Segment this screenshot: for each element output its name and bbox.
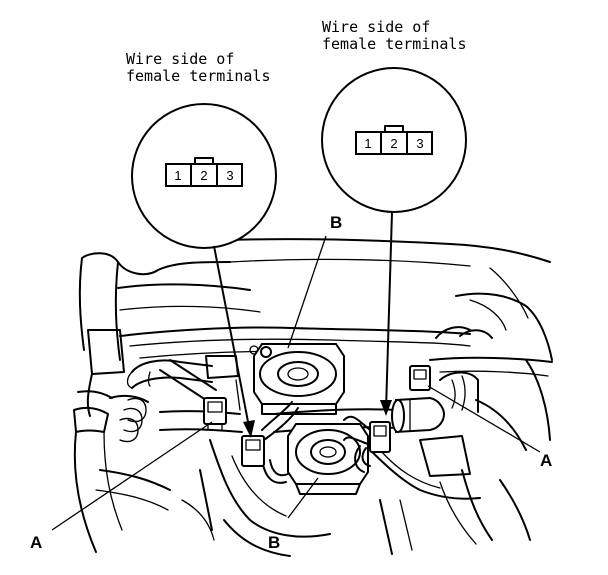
connector-a-left — [203, 397, 227, 431]
connector-face-left: 1 2 3 — [165, 157, 243, 187]
pin-right-2: 2 — [390, 136, 397, 151]
harness-plug-left — [241, 435, 265, 467]
pin-left-3: 3 — [226, 168, 233, 183]
detail-circle-left: 1 2 3 — [131, 103, 277, 249]
arrowhead-left — [243, 420, 255, 438]
pin-left-1: 1 — [174, 168, 181, 183]
caption-right-line1: Wire side of — [322, 18, 430, 36]
callout-b-top: B — [330, 213, 342, 232]
connector-a-right — [409, 365, 431, 391]
solenoid-valve-upper — [253, 343, 345, 415]
connector-face-right: 1 2 3 — [355, 125, 433, 155]
caption-left-line1: Wire side of — [126, 50, 234, 68]
callout-a-right: A — [540, 451, 552, 470]
arrow-right — [385, 211, 393, 411]
caption-left-line2: female terminals — [126, 67, 271, 85]
leader-a-left — [51, 421, 213, 531]
callout-b-bottom: B — [268, 533, 280, 552]
harness-plug-right — [369, 421, 391, 453]
detail-circle-right: 1 2 3 — [321, 67, 467, 213]
pin-right-1: 1 — [364, 136, 371, 151]
engine-structure — [73, 238, 553, 557]
callout-a-left: A — [30, 533, 42, 552]
leader-b-top — [287, 235, 327, 349]
arrowhead-right — [380, 400, 392, 416]
caption-right-line2: female terminals — [322, 35, 467, 53]
leader-b-bottom — [287, 477, 319, 519]
wire-harness — [261, 401, 371, 484]
solenoid-valve-lower — [287, 423, 369, 495]
leader-lines — [51, 211, 541, 531]
pin-left-2: 2 — [200, 168, 207, 183]
pin-right-3: 3 — [416, 136, 423, 151]
leader-a-right — [427, 385, 541, 453]
arrow-left — [213, 245, 251, 433]
